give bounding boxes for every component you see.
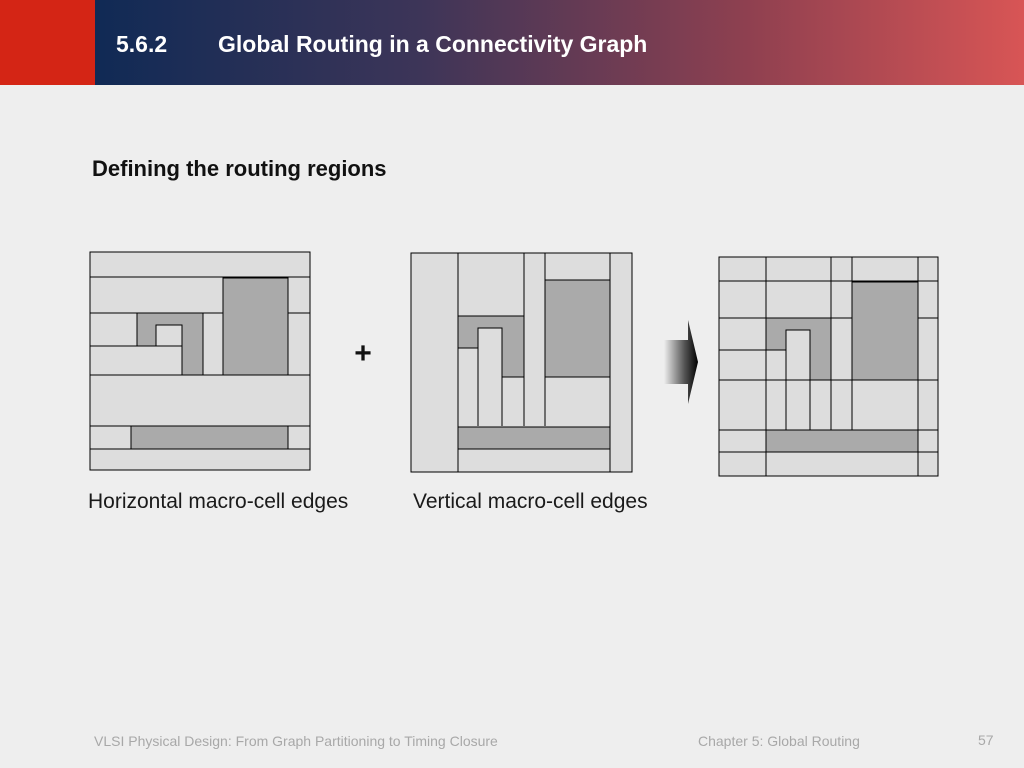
- plus-operator: +: [354, 337, 372, 370]
- combined-regions-diagram: [718, 256, 939, 477]
- page-number: 57: [978, 732, 994, 748]
- section-number: 5.6.2: [116, 31, 168, 57]
- footer-chapter: Chapter 5: Global Routing: [698, 733, 860, 749]
- result-arrow-icon: [664, 320, 698, 404]
- caption-vertical-edges: Vertical macro-cell edges: [413, 490, 648, 513]
- section-title: Global Routing in a Connectivity Graph: [218, 31, 648, 57]
- slide-header: 5.6.2 Global Routing in a Connectivity G…: [0, 0, 1024, 85]
- header-gradient-bar: [95, 0, 1024, 85]
- vertical-edges-diagram: [410, 252, 633, 473]
- caption-horizontal-edges: Horizontal macro-cell edges: [88, 490, 349, 513]
- horizontal-edges-diagram: [89, 251, 311, 471]
- header-accent-block: [0, 0, 95, 85]
- footer-book-title: VLSI Physical Design: From Graph Partiti…: [94, 733, 498, 749]
- slide-subtitle: Defining the routing regions: [92, 156, 387, 181]
